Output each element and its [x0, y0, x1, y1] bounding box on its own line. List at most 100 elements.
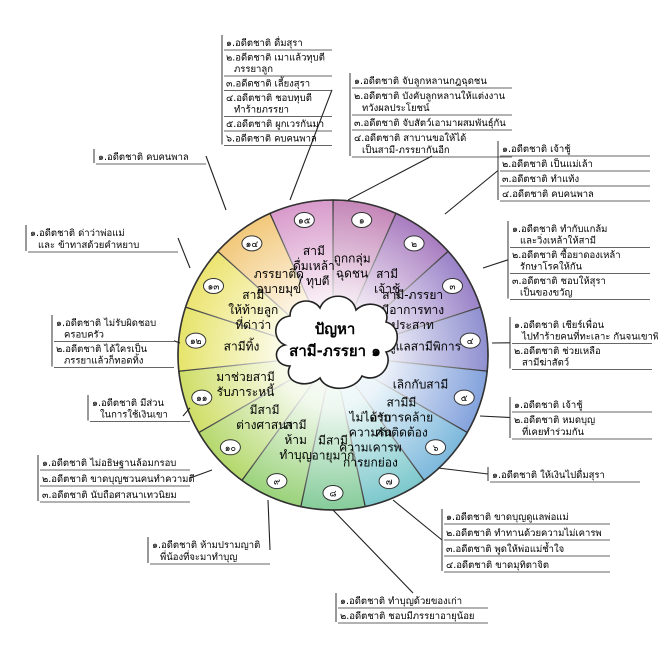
number-badge-text-10: ๑๐	[225, 444, 236, 454]
callout-12-item-1-line-2: ครอบครัว	[64, 330, 104, 341]
callout-6-item-1-line-1: ๑.อดีตชาติ ให้เงินไปดื่มสุรา	[492, 468, 605, 481]
callout-1-item-1-line-1: ๑.อดีตชาติ จับลูกหลานกฎฉุดชน	[354, 75, 487, 87]
sector-label-13-line-2: ให้ท้ายลูก	[228, 303, 278, 318]
callout-13-item-1-line-2: และ ข้าทาสด้วยคำหยาบ	[38, 240, 139, 251]
callout-14: ๑.อดีตชาติ คบคนพาล	[94, 149, 206, 164]
callout-5-item-1-line-1: ๑.อดีตชาติ เจ้าชู้	[514, 399, 583, 411]
sector-label-9-line-3: ทำบุญ	[279, 448, 312, 463]
callout-7-item-1-line-1: ๑.อดีตชาติ ขาดบุญดูแลพ่อแม่	[446, 511, 569, 523]
callout-15-item-4-line-1: ๔.อดีตชาติ ชอบทุบตี	[226, 92, 312, 104]
number-badge-13: ๑๓	[204, 279, 224, 294]
number-badge-10: ๑๐	[220, 440, 240, 455]
sector-label-15-line-1: สามี	[303, 244, 325, 258]
sector-label-9-line-2: ห้าม	[284, 433, 307, 447]
callout-12-item-2-line-1: ๒.อดีตชาติ ได้ใครเป็น	[56, 342, 148, 355]
sector-label-8-line-2: อายุมาก	[312, 449, 355, 464]
callout-1-item-4-line-2: เป็นสามี-ภรรยากันอีก	[362, 143, 450, 156]
callout-2: ๑.อดีตชาติ เจ้าชู้๒.อดีตชาติ เป็นแม่เล้า…	[498, 141, 650, 201]
callout-2-item-4-line-1: ๔.อดีตชาติ คบคนพาล	[502, 188, 594, 200]
callout-3-item-2-line-1: ๒.อดีตชาติ ซื้อยาดองเหล้า	[512, 248, 621, 261]
connector-5	[480, 416, 510, 418]
connector-7	[393, 500, 442, 540]
sector-label-13-line-3: ที่ด่าว่า	[235, 316, 271, 332]
sector-label-3-line-3: ประสาท	[391, 318, 434, 332]
callout-2-item-2-line-1: ๒.อดีตชาติ เป็นแม่เล้า	[502, 157, 593, 170]
callout-3-item-3-line-2: เป็นของขวัญ	[520, 286, 573, 299]
number-badge-text-9: ๙	[274, 478, 281, 488]
number-badge-5: ๕	[454, 390, 474, 405]
number-badge-9: ๙	[267, 474, 287, 489]
callout-2-item-3-line-1: ๓.อดีตชาติ ทำแท้ง	[502, 173, 579, 185]
callout-3-item-1-line-2: และวิ่งเหล้าให้สามี	[520, 234, 596, 247]
number-badge-text-11: ๑๑	[196, 394, 207, 404]
callout-9-item-1-line-1: ๑.อดีตชาติ ห้ามปรามญาติ	[152, 539, 260, 551]
number-badge-14: ๑๔	[242, 236, 262, 251]
connector-9	[268, 500, 270, 550]
number-badge-12: ๑๒	[186, 333, 206, 348]
callout-9: ๑.อดีตชาติ ห้ามปรามญาติพี่น้องที่จะมาทำบ…	[148, 537, 270, 564]
callout-12-item-1-line-1: ๑.อดีตชาติ ไม่รับผิดชอบ	[56, 317, 156, 329]
callout-10-item-3-line-1: ๓.อดีตชาติ นับถือศาสนาเทวนิยม	[42, 489, 177, 501]
sector-label-11-line-1: มาช่วยสามี	[216, 370, 275, 384]
callout-1-item-3-line-1: ๓.อดีตชาติ จับสัตว์เอามาผสมพันธุ์กัน	[354, 117, 506, 129]
number-badge-2: ๒	[404, 236, 424, 251]
sector-label-10-line-1: มีสามี	[250, 403, 280, 417]
callout-1-item-2-line-1: ๒.อดีตชาติ บังคับลูกหลานให้แต่งงาน	[354, 90, 506, 102]
callout-7-item-3-line-1: ๓.อดีตชาติ พูดให้พ่อแม่ช้ำใจ	[446, 542, 564, 555]
sector-label-6-line-1: สามีมี	[386, 396, 416, 410]
callout-15-item-5-line-1: ๕.อดีตชาติ ผูกเวรกันมา	[226, 118, 324, 130]
callout-12-item-2-line-2: ภรรยาแล้วก็ทอดทิ้ง	[64, 354, 143, 367]
number-badge-7: ๗	[379, 474, 399, 489]
callout-5-item-2-line-1: ๒.อดีตชาติ หมดบุญ	[514, 414, 595, 426]
sector-label-10-line-2: ต่างศาสนา	[236, 418, 293, 432]
callout-11-item-1-line-1: ๑.อดีตชาติ มีส่วน	[92, 397, 164, 409]
callout-4: ๑.อดีตชาติ เชียร์เพื่อนไปทำร้ายคนที่ทะเล…	[510, 317, 658, 370]
connector-14	[206, 156, 226, 210]
callout-15-item-4-line-2: ทำร้ายภรรยา	[234, 105, 289, 116]
sector-label-12-line-1: สามีทิ้ง	[224, 337, 260, 353]
number-badge-text-5: ๕	[461, 394, 468, 404]
callout-5: ๑.อดีตชาติ เจ้าชู้๒.อดีตชาติ หมดบุญที่เค…	[510, 397, 652, 439]
callout-8: ๑.อดีตชาติ ทำบุญด้วยของเก่า๒.อดีตชาติ ชอ…	[336, 593, 488, 623]
callout-15-item-6-line-1: ๖.อดีตชาติ คบคนพาล	[226, 133, 317, 145]
callout-13: ๑.อดีตชาติ ด่าว่าพ่อแม่และ ข้าทาสด้วยคำห…	[26, 225, 178, 252]
center-title-line2: สามี-ภรรยา ๑	[289, 342, 381, 360]
number-badge-text-3: ๓	[449, 283, 455, 293]
callout-4-item-2-line-1: ๒.อดีตชาติ ช่วยเหลือ	[514, 345, 601, 357]
callout-3-item-1-line-1: ๑.อดีตชาติ ทำกับแกล้ม	[512, 223, 607, 235]
callout-4-item-1-line-2: ไปทำร้ายคนที่ทะเลาะ กันจนเขาพิการ	[521, 330, 658, 343]
sector-label-1-line-1: ถูกกลุ่ม	[334, 252, 371, 267]
callout-7: ๑.อดีตชาติ ขาดบุญดูแลพ่อแม่๒.อดีตชาติ ทำ…	[442, 509, 610, 572]
callout-12: ๑.อดีตชาติ ไม่รับผิดชอบครอบครัว๒.อดีตชาต…	[52, 315, 174, 368]
number-badge-text-2: ๒	[411, 240, 417, 250]
center-title-line1: ปัญหา	[315, 320, 356, 338]
callout-15-item-2-line-2: ภรรยาลูก	[234, 64, 273, 75]
callout-14-item-1-line-1: ๑.อดีตชาติ คบคนพาล	[98, 151, 189, 163]
callout-2-item-1-line-1: ๑.อดีตชาติ เจ้าชู้	[502, 143, 571, 155]
number-badge-text-13: ๑๓	[208, 283, 220, 293]
sector-label-2-line-1: สามี	[376, 267, 398, 281]
number-badge-8: ๘	[323, 486, 343, 501]
connector-15	[290, 90, 332, 200]
sector-label-15-line-3: / ทุบตี	[298, 274, 329, 289]
connector-6	[438, 468, 488, 474]
sector-label-1-line-2: ฉุดชน	[336, 267, 368, 282]
number-badge-11: ๑๑	[192, 390, 212, 405]
connector-8	[333, 510, 413, 593]
number-badge-6: ๖	[426, 440, 446, 455]
callout-7-item-4-line-1: ๔.อดีตชาติ ขาดมุทิตาจิต	[446, 559, 549, 571]
callout-8-item-1-line-1: ๑.อดีตชาติ ทำบุญด้วยของเก่า	[340, 595, 462, 607]
sector-label-3-line-1: สามี-ภรรยา	[382, 288, 443, 302]
number-badge-4: ๔	[460, 333, 480, 348]
number-badge-text-4: ๔	[467, 337, 474, 347]
callout-5-item-2-line-2: ที่เคยทำร่วมกัน	[522, 425, 584, 438]
callout-8-item-2-line-1: ๒.อดีตชาติ ชอบมีภรรยาอายุน้อย	[340, 610, 474, 622]
number-badge-text-15: ๑๕	[298, 217, 311, 227]
connector-1	[348, 156, 432, 200]
callout-1-item-2-line-2: ทวังผลประโยชน์	[362, 102, 430, 114]
callout-6: ๑.อดีตชาติ ให้เงินไปดื่มสุรา	[488, 467, 640, 482]
callout-10: ๑.อดีตชาติ ไม่อธิษฐานล้อมกรอบ๒.อดีตชาติ …	[38, 455, 195, 502]
